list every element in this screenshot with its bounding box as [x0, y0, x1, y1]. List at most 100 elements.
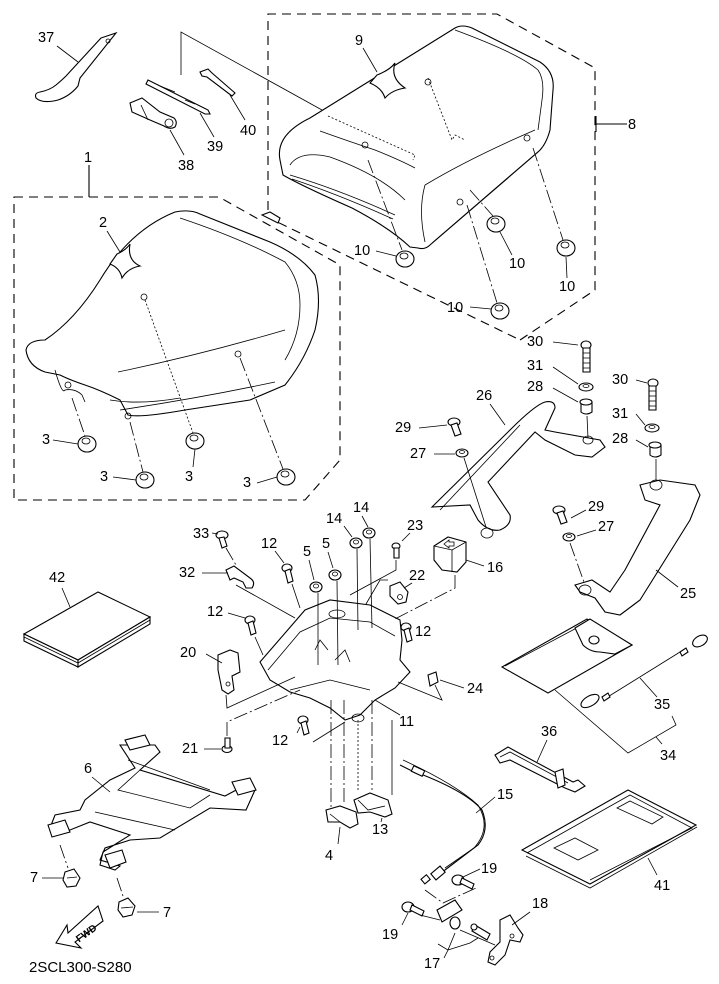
rider-seat[interactable]	[25, 210, 320, 420]
part-label-13: 13	[372, 822, 388, 838]
damper-10d	[490, 302, 510, 320]
bolt-29b[interactable]	[552, 505, 568, 525]
part-label-32: 32	[179, 565, 195, 581]
helmet-holder-pouch[interactable]	[500, 618, 634, 694]
socket-38[interactable]	[129, 97, 177, 129]
nut-14b[interactable]	[362, 527, 376, 539]
bolt-12a[interactable]	[281, 563, 294, 584]
collar-27a[interactable]	[455, 448, 469, 458]
part-label-30a: 30	[527, 334, 543, 350]
rider-seat-assembly-outline	[13, 165, 341, 501]
washer-31a[interactable]	[578, 382, 594, 392]
bolt-12b[interactable]	[244, 615, 257, 636]
part-label-3c: 3	[185, 469, 193, 485]
part-label-25: 25	[680, 586, 696, 602]
part-label-10d: 10	[447, 300, 463, 316]
part-label-24: 24	[467, 681, 483, 697]
part-label-39: 39	[207, 139, 223, 155]
part-label-16: 16	[487, 560, 503, 576]
owners-manual-42[interactable]	[22, 591, 152, 668]
nut-14a[interactable]	[349, 537, 363, 549]
tool-bag-41[interactable]	[520, 789, 698, 889]
part-label-29a: 29	[395, 420, 411, 436]
band-36[interactable]	[494, 746, 586, 793]
hook-32[interactable]	[225, 565, 255, 589]
bolt-30b[interactable]	[647, 378, 659, 411]
collar-28b[interactable]	[648, 441, 662, 458]
part-label-20: 20	[180, 645, 196, 661]
damper-7b[interactable]	[117, 897, 136, 918]
seat-bracket-6[interactable]	[47, 734, 257, 871]
damper-group-3[interactable]	[71, 299, 296, 489]
screwdriver-39[interactable]	[145, 79, 211, 115]
helmet-wire-35[interactable]	[579, 633, 710, 711]
bolt-30a[interactable]	[580, 340, 592, 373]
screw-23[interactable]	[391, 542, 401, 559]
seat-lock-bracket-11[interactable]	[259, 599, 411, 723]
part-label-29b: 29	[588, 499, 604, 515]
passenger-seat[interactable]	[278, 25, 554, 250]
part-label-15: 15	[497, 787, 513, 803]
part-label-2: 2	[99, 215, 107, 231]
part-label-3b: 3	[100, 469, 108, 485]
part-label-12c: 12	[415, 624, 431, 640]
part-label-21: 21	[182, 741, 198, 757]
nut-5a[interactable]	[309, 581, 323, 593]
seat-lock-cable-15[interactable]	[399, 759, 486, 885]
part-label-41: 41	[654, 878, 670, 894]
damper-10a	[395, 250, 415, 268]
part-label-5b: 5	[322, 536, 330, 552]
part-label-31a: 31	[527, 358, 543, 374]
seat-hook-4[interactable]	[325, 805, 359, 829]
damper-24[interactable]	[427, 671, 439, 687]
part-label-19b: 19	[382, 927, 398, 943]
part-label-7b: 7	[163, 905, 171, 921]
damper-7a[interactable]	[62, 868, 81, 888]
damper-3b	[135, 471, 155, 489]
bolt-33[interactable]	[215, 530, 229, 549]
part-label-14a: 14	[326, 511, 342, 527]
part-label-12d: 12	[272, 733, 288, 749]
bracket-18[interactable]	[487, 914, 524, 966]
part-label-37: 37	[38, 30, 54, 46]
damper-group-10[interactable]	[367, 147, 576, 320]
nut-5b[interactable]	[328, 569, 342, 581]
part-label-34: 34	[660, 748, 676, 764]
bolt-12c[interactable]	[400, 622, 413, 643]
damper-3c	[185, 432, 205, 450]
part-label-19a: 19	[481, 861, 497, 877]
damper-3a	[77, 435, 97, 453]
helmet-holder-set-bracket	[554, 689, 677, 754]
grab-bar-left-26[interactable]	[430, 401, 606, 539]
tool-kit-bracket	[180, 31, 323, 111]
part-label-7a: 7	[30, 870, 38, 886]
forward-direction-arrow: FWD	[55, 905, 104, 949]
bolt-29a[interactable]	[447, 417, 462, 437]
bolt-12d[interactable]	[297, 715, 310, 736]
part-label-10a: 10	[354, 243, 370, 259]
part-label-22: 22	[409, 568, 425, 584]
bolt-19b[interactable]	[401, 901, 425, 917]
washer-31b[interactable]	[644, 423, 660, 433]
bolt-19a[interactable]	[451, 874, 475, 890]
holder-20[interactable]	[217, 649, 241, 695]
part-label-12b: 12	[207, 604, 223, 620]
lever-set-17[interactable]	[436, 899, 491, 941]
collar-27b[interactable]	[562, 532, 576, 542]
part-label: 9	[355, 33, 363, 49]
part-label-10b: 10	[509, 256, 525, 272]
wrench-37[interactable]	[34, 31, 118, 103]
damper-16[interactable]	[433, 536, 467, 573]
bolt-21[interactable]	[221, 737, 233, 754]
part-label-28a: 28	[527, 379, 543, 395]
seat-lock-13[interactable]	[353, 792, 393, 818]
hex-wrench-40[interactable]	[199, 68, 236, 97]
clip-22[interactable]	[389, 581, 409, 605]
part-label-14b: 14	[353, 500, 369, 516]
part-label-12a: 12	[261, 536, 277, 552]
part-label-38: 38	[178, 158, 194, 174]
part-label-18: 18	[532, 896, 548, 912]
collar-28a[interactable]	[579, 398, 593, 415]
damper-10b	[486, 215, 506, 233]
part-label-27a: 27	[410, 446, 426, 462]
